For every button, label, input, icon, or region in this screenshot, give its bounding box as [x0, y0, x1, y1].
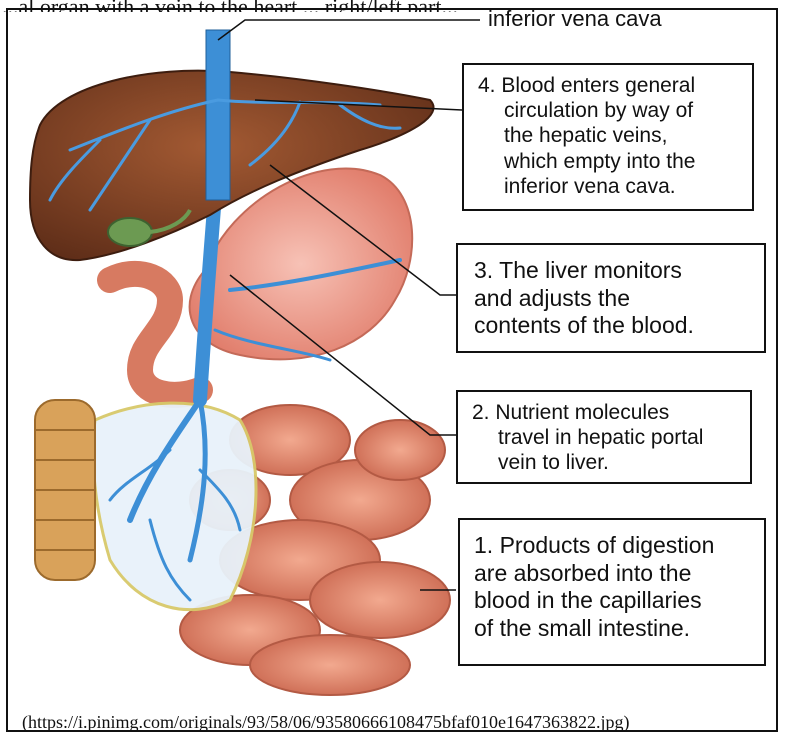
callout-3-line-2: and adjusts the: [474, 285, 748, 313]
callout-1-line-1: 1. Products of digestion: [474, 532, 750, 560]
callout-4-line-5: inferior vena cava.: [478, 174, 740, 199]
callout-2-line-3: vein to liver.: [472, 450, 736, 475]
gallbladder: [108, 218, 152, 246]
source-citation: (https://i.pinimg.com/originals/93/58/06…: [22, 712, 629, 733]
callout-4-line-2: circulation by way of: [478, 98, 740, 123]
callout-3-line-1: 3. The liver monitors: [474, 257, 748, 285]
callout-3: 3. The liver monitors and adjusts the co…: [456, 243, 766, 353]
callout-4-line-3: the hepatic veins,: [478, 123, 740, 148]
callout-1-line-2: are absorbed into the: [474, 560, 750, 588]
callout-4-line-1: 4. Blood enters general: [478, 73, 740, 98]
callout-1: 1. Products of digestion are absorbed in…: [458, 518, 766, 666]
callout-2-line-2: travel in hepatic portal: [472, 425, 736, 450]
callout-2-line-1: 2. Nutrient molecules: [472, 400, 736, 425]
inferior-vena-cava-label: inferior vena cava: [488, 6, 662, 32]
callout-2: 2. Nutrient molecules travel in hepatic …: [456, 390, 752, 484]
callout-4-line-4: which empty into the: [478, 149, 740, 174]
inferior-vena-cava: [206, 30, 230, 200]
callout-1-line-3: blood in the capillaries: [474, 587, 750, 615]
callout-3-line-3: contents of the blood.: [474, 312, 748, 340]
callout-4: 4. Blood enters general circulation by w…: [462, 63, 754, 211]
callout-1-line-4: of the small intestine.: [474, 615, 750, 643]
colon: [35, 400, 95, 580]
